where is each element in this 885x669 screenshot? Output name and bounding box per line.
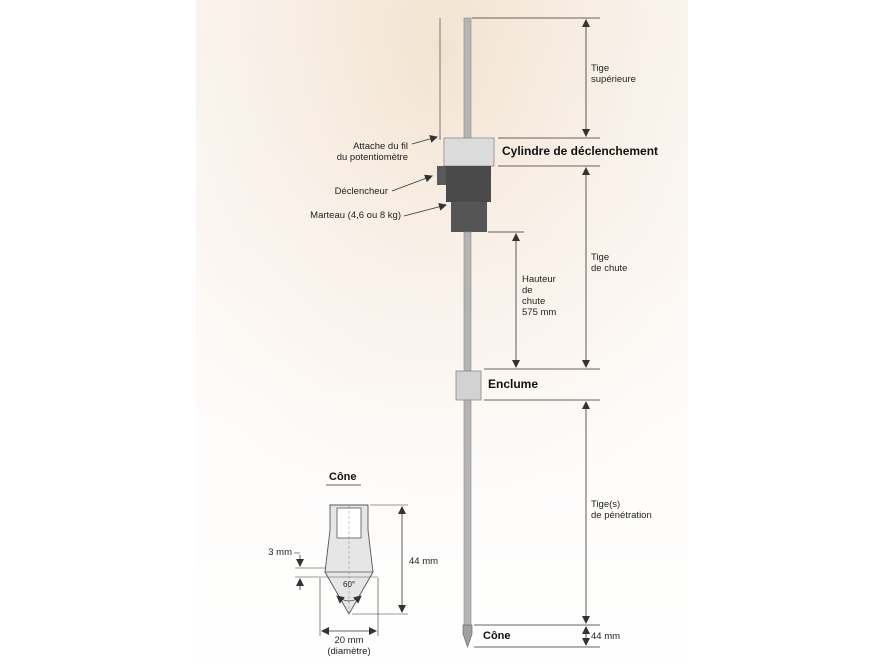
label-wire-attachment: Attache du fil du potentiomètre bbox=[336, 141, 408, 163]
hammer-upper bbox=[446, 166, 491, 202]
hammer-lower bbox=[451, 202, 487, 232]
label-cone-tip: Cône bbox=[483, 630, 511, 642]
cone-detail bbox=[294, 484, 408, 636]
leader-trigger bbox=[391, 174, 433, 192]
cone-detail-title: Cône bbox=[329, 471, 357, 483]
label-trigger: Déclencheur bbox=[334, 186, 388, 197]
trigger bbox=[437, 166, 446, 185]
label-drop-height: Hauteur de chute 575 mm bbox=[522, 274, 557, 318]
background-panel bbox=[196, 0, 688, 664]
penetration-rod bbox=[463, 399, 472, 626]
label-hammer: Marteau (4,6 ou 8 kg) bbox=[310, 210, 401, 221]
label-cone-length: 44 mm bbox=[591, 631, 621, 642]
release-cylinder bbox=[443, 137, 495, 167]
anvil bbox=[455, 370, 482, 401]
background-glow bbox=[196, 0, 688, 664]
label-release-cylinder: Cylindre de déclenchement bbox=[502, 144, 659, 158]
label-upper-rod: Tige supérieure bbox=[591, 63, 636, 85]
upper-rod bbox=[463, 17, 472, 139]
cone-detail-label-angle: 60° bbox=[343, 580, 356, 589]
label-penetration-rods: Tige(s) de pénétration bbox=[591, 499, 652, 521]
label-drop-rod: Tige de chute bbox=[591, 252, 628, 274]
cone-tip bbox=[462, 624, 473, 649]
label-anvil: Enclume bbox=[488, 377, 539, 391]
leader-wire bbox=[411, 135, 438, 145]
cone-detail-label-diameter: 20 mm (diamètre) bbox=[327, 635, 371, 657]
drop-rod bbox=[463, 231, 472, 372]
cone-detail-label-3mm: 3 mm bbox=[268, 547, 292, 558]
leader-hammer bbox=[403, 202, 447, 217]
cone-detail-label-44mm: 44 mm bbox=[409, 556, 439, 567]
cone-detail-angle-arc bbox=[336, 595, 362, 604]
